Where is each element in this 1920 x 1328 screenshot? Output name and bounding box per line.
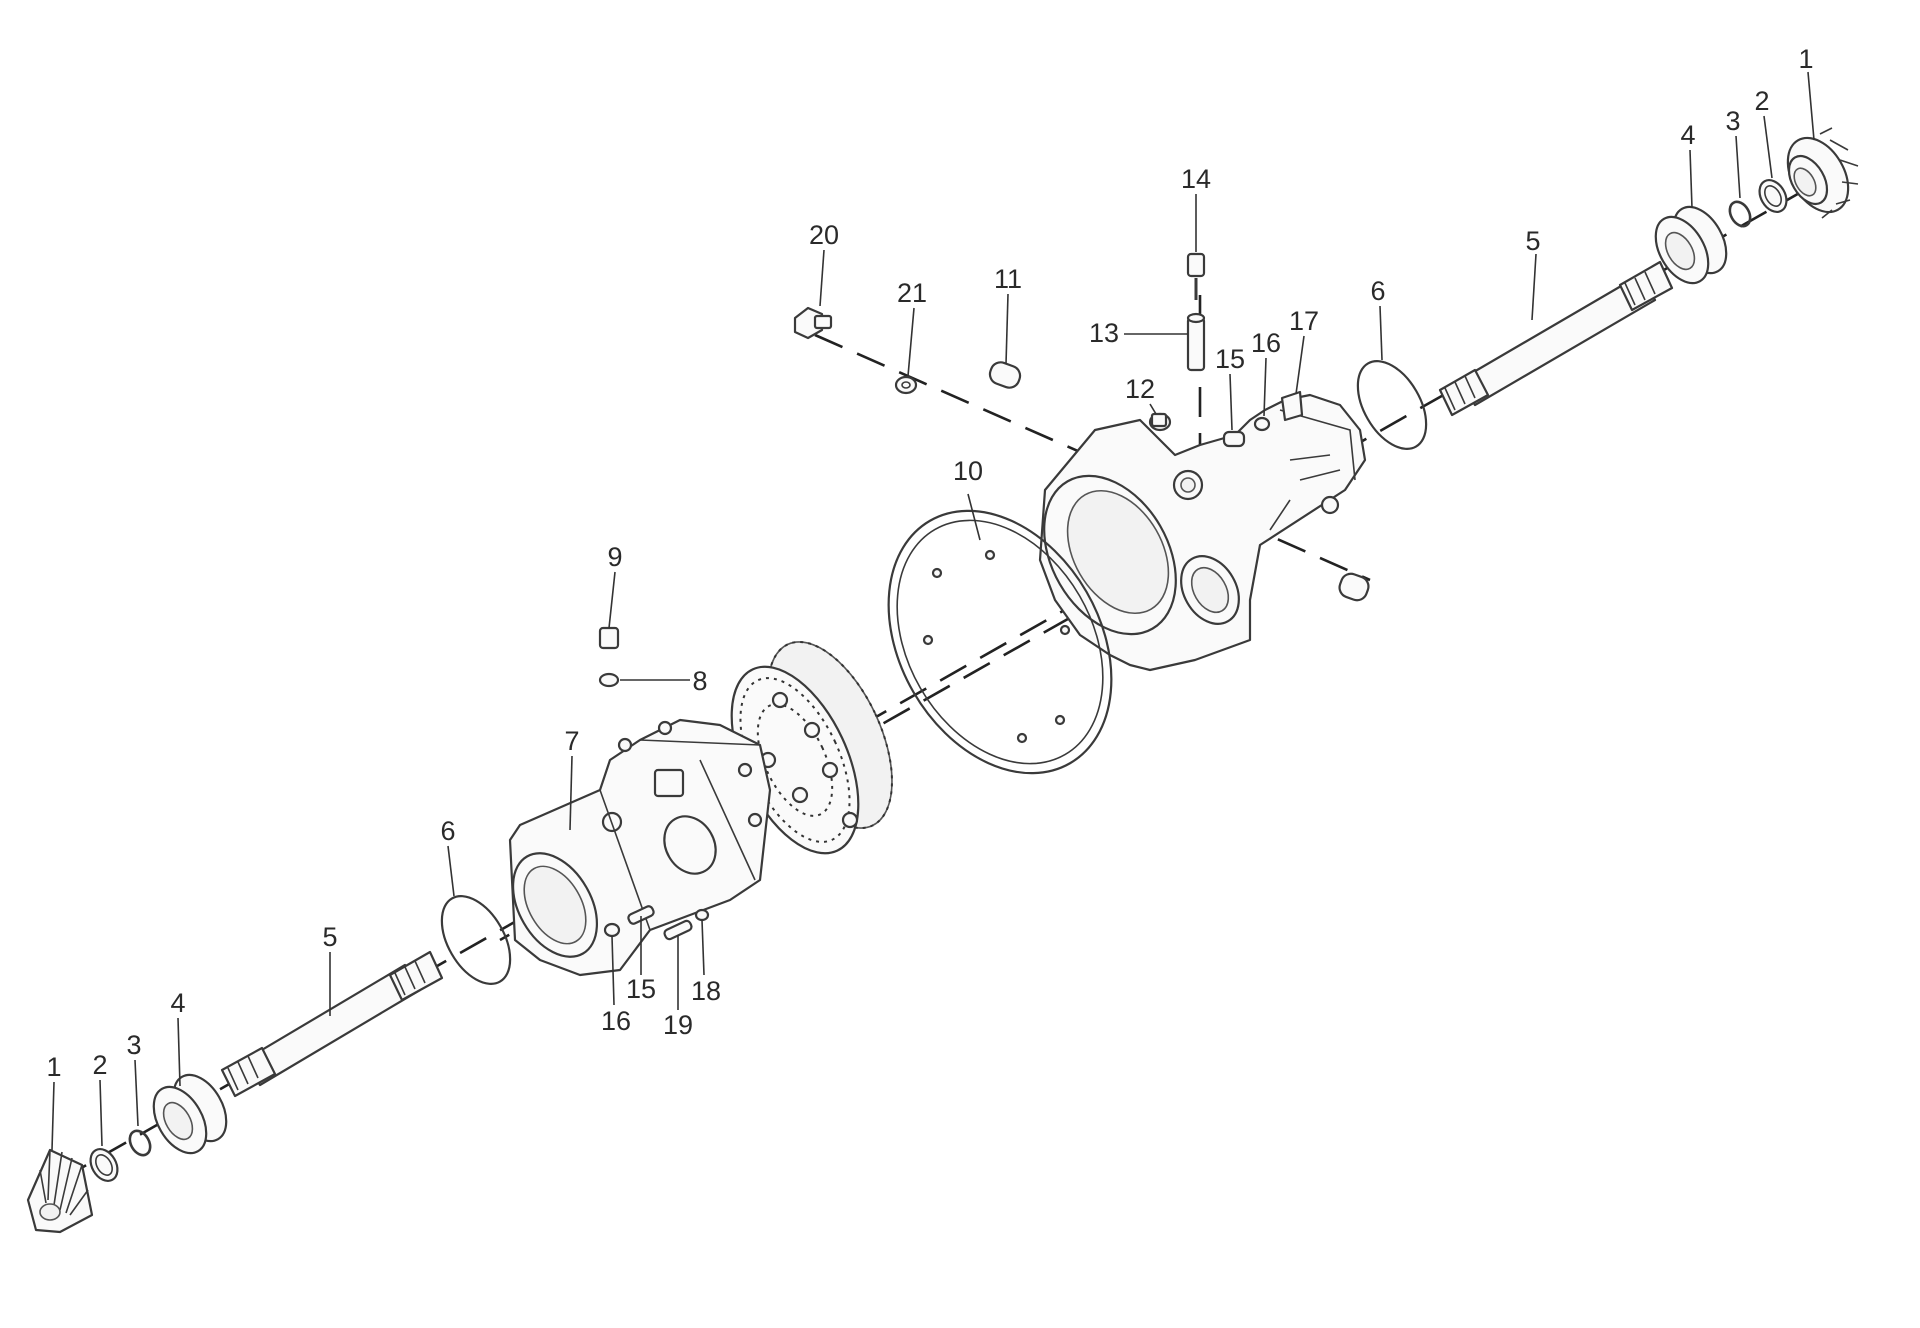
callout-16-right: 16 <box>1251 328 1281 358</box>
callout-6-right: 6 <box>1370 276 1385 306</box>
callout-3-right: 3 <box>1725 106 1740 136</box>
washer-8 <box>598 672 620 688</box>
bolt-15-left <box>627 905 655 925</box>
callout-numbers: 1 2 3 4 5 6 14 13 12 15 16 17 20 21 11 1… <box>46 44 1813 1082</box>
callout-2-left: 2 <box>92 1050 107 1080</box>
washer-16-right <box>1253 416 1271 432</box>
washer-left <box>89 1148 119 1182</box>
callout-8: 8 <box>692 666 707 696</box>
leader-lines <box>51 71 1815 1151</box>
bevel-gear-left <box>26 1148 94 1234</box>
plug-12 <box>1148 412 1172 432</box>
callout-17: 17 <box>1289 306 1319 336</box>
callout-15-right: 15 <box>1215 344 1245 374</box>
callout-15-left: 15 <box>626 974 656 1004</box>
callout-3-left: 3 <box>126 1030 141 1060</box>
bracket-17 <box>1280 390 1304 422</box>
callout-14: 14 <box>1181 164 1211 194</box>
callout-20: 20 <box>809 220 839 250</box>
gasket-10 <box>887 509 1113 775</box>
main-housing <box>1038 393 1367 672</box>
callout-10: 10 <box>953 456 983 486</box>
bolt-15-right <box>1222 430 1246 448</box>
callout-2-right: 2 <box>1754 86 1769 116</box>
bolt-19 <box>663 919 693 941</box>
bushing-11 <box>988 361 1022 389</box>
callout-1-left: 1 <box>46 1052 61 1082</box>
callout-4-left: 4 <box>170 988 185 1018</box>
bevel-gear-right <box>1786 127 1859 219</box>
callout-13: 13 <box>1089 318 1119 348</box>
washer-16-left <box>603 922 621 938</box>
plug-bolt-20 <box>793 306 833 340</box>
o-ring-left <box>440 895 512 985</box>
cap-9 <box>598 626 620 650</box>
callout-7: 7 <box>564 726 579 756</box>
callout-9: 9 <box>607 542 622 572</box>
callout-19: 19 <box>663 1010 693 1040</box>
o-ring-right <box>1356 360 1428 450</box>
callout-16-left: 16 <box>601 1006 631 1036</box>
washer-right <box>1758 179 1788 213</box>
bearing-left <box>152 1073 228 1155</box>
callout-18: 18 <box>691 976 721 1006</box>
pin-13 <box>1186 312 1206 372</box>
callout-6-left: 6 <box>440 816 455 846</box>
bearing-right <box>1654 205 1728 285</box>
snap-ring-right <box>1728 200 1752 228</box>
breather-14 <box>1186 252 1206 300</box>
washer-18 <box>694 908 710 922</box>
housing-left-7 <box>508 718 772 977</box>
snap-ring-left <box>128 1129 152 1157</box>
bushing-lower-right <box>1338 572 1370 602</box>
axle-shaft-left <box>220 950 444 1098</box>
callout-12: 12 <box>1125 374 1155 404</box>
callout-11: 11 <box>994 264 1022 294</box>
washer-21 <box>894 375 918 395</box>
callout-1-right: 1 <box>1798 44 1813 74</box>
callout-5-left: 5 <box>322 922 337 952</box>
callout-21: 21 <box>897 278 927 308</box>
axle-shaft-right <box>1438 260 1674 417</box>
callout-4-right: 4 <box>1680 120 1695 150</box>
callout-5-right: 5 <box>1525 226 1540 256</box>
